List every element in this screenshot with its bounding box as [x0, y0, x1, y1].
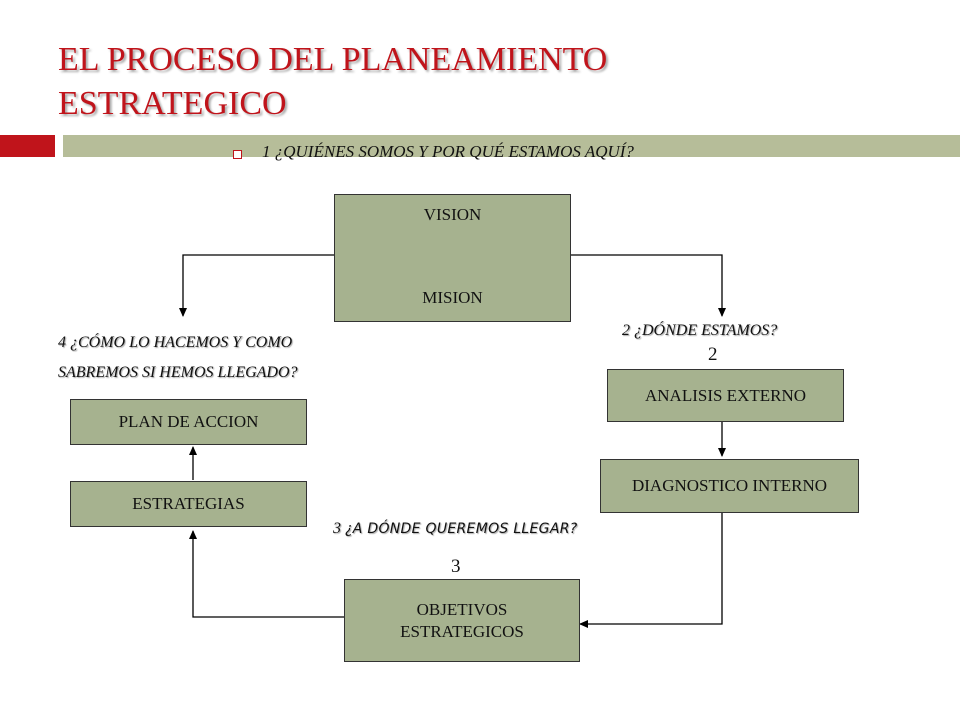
diagnostico-interno-label: DIAGNOSTICO INTERNO [631, 476, 827, 495]
estrategias-label: ESTRATEGIAS [132, 494, 245, 513]
arrow-vision-to-plan [179, 254, 334, 317]
arrow-vision-to-diagnosis [571, 254, 726, 317]
objetivos-estrategicos-box: OBJETIVOS ESTRATEGICOS [344, 579, 580, 662]
question-2-number: 2 [622, 322, 630, 339]
question-4-number: 4 [58, 334, 66, 351]
objetivos-label-line2: ESTRATEGICOS [400, 621, 524, 641]
analisis-externo-box: ANALISIS EXTERNO [607, 369, 844, 422]
diagnostico-interno-box: DIAGNOSTICO INTERNO [600, 459, 859, 513]
question-4-line1: ¿CÓMO LO HACEMOS Y COMO [70, 334, 293, 351]
slide-title-line2: ESTRATEGICO [58, 85, 287, 122]
question-3-number: 3 [333, 520, 341, 537]
square-bullet-icon [233, 150, 242, 159]
question-1: 1 ¿QUIÉNES SOMOS Y POR QUÉ ESTAMOS AQUÍ? [262, 142, 634, 161]
analisis-externo-label: ANALISIS EXTERNO [644, 385, 807, 405]
question-2: 2 ¿DÓNDE ESTAMOS? [622, 322, 777, 340]
step-number-3: 3 [451, 556, 461, 577]
question-3: 3 ¿A DÓNDE QUEREMOS LLEGAR? [333, 520, 577, 538]
step-number-2: 2 [708, 344, 718, 365]
arrow-objetivos-to-estrategias [189, 530, 344, 618]
plan-de-accion-box: PLAN DE ACCION [70, 399, 307, 445]
mision-label: MISION [422, 288, 483, 307]
vision-label: VISION [423, 205, 482, 224]
question-4-line2: SABREMOS SI HEMOS LLEGADO? [58, 364, 298, 381]
estrategias-box: ESTRATEGIAS [70, 481, 307, 527]
arrow-interno-to-objetivos [579, 513, 723, 628]
slide-title-line1: EL PROCESO DEL PLANEAMIENTO [58, 41, 608, 78]
plan-de-accion-label: PLAN DE ACCION [118, 412, 259, 431]
question-3-text: ¿A DÓNDE QUEREMOS LLEGAR? [345, 521, 578, 537]
objetivos-label-line1: OBJETIVOS [416, 599, 508, 619]
question-2-text: ¿DÓNDE ESTAMOS? [634, 322, 778, 339]
vision-mision-box: VISION MISION [334, 194, 571, 322]
question-4: 4 ¿CÓMO LO HACEMOS Y COMO SABREMOS SI HE… [58, 328, 298, 388]
header-bar-red [0, 135, 55, 157]
header-bar-green [63, 135, 960, 157]
slide-title: EL PROCESO DEL PLANEAMIENTO ESTRATEGICO [58, 38, 918, 126]
